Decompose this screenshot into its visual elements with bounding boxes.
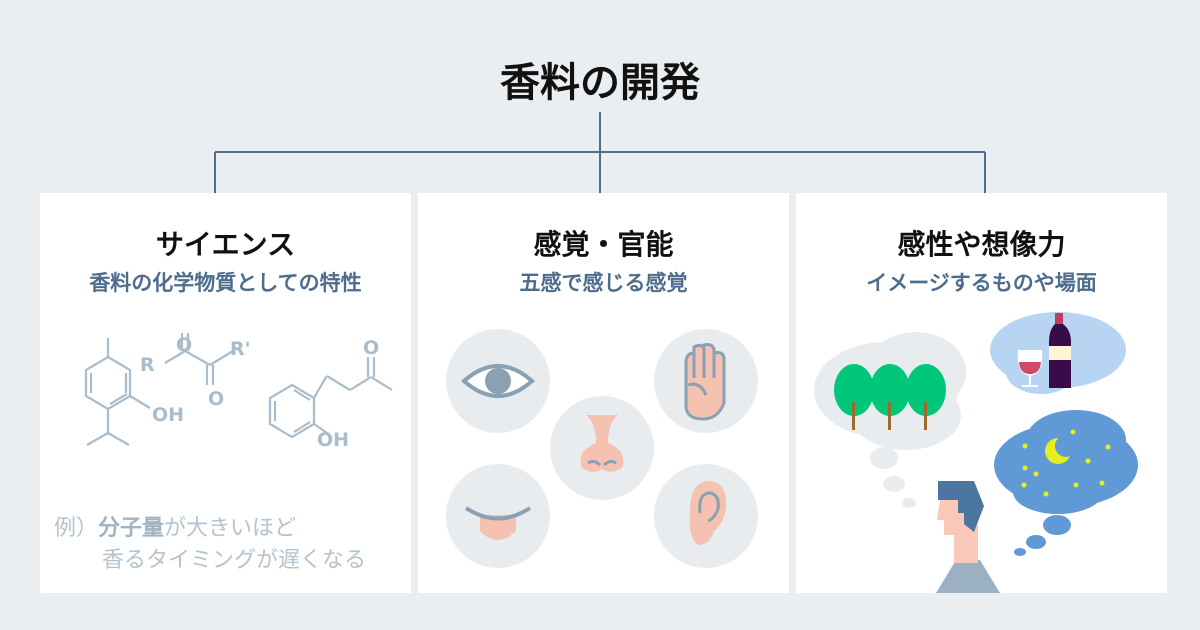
ear-icon	[689, 481, 727, 545]
panel-heading: サイエンス	[155, 228, 296, 261]
hand-icon	[684, 343, 726, 421]
example-prefix: 例）	[54, 516, 99, 541]
chem-label: OH	[152, 404, 184, 426]
chem-label: O	[208, 388, 224, 410]
chem-label: R	[140, 354, 155, 376]
senses-illustration	[446, 329, 758, 568]
panel-subtitle: 五感で感じる感覚	[519, 271, 688, 295]
chem-label: OH	[317, 429, 349, 451]
panel-subtitle: 香料の化学物質としての特性	[89, 271, 362, 295]
night-thought-cloud	[994, 410, 1138, 556]
example-text: 例）分子量が大きいほど 香るタイミングが遅くなる	[54, 513, 366, 577]
science-panel: サイエンス 香料の化学物質としての特性 O O O R R' OH OH 例）分…	[40, 193, 411, 593]
chem-label: R'	[230, 338, 250, 360]
example-bold: 分子量	[98, 516, 165, 541]
moon-icon	[1045, 435, 1077, 464]
stars-icon	[1021, 429, 1111, 497]
page-title: 香料の開発	[500, 60, 700, 106]
panel-subtitle: イメージするものや場面	[866, 271, 1097, 295]
imagination-panel: 感性や想像力 イメージするものや場面	[796, 193, 1167, 593]
wine-icon	[1017, 313, 1071, 388]
mouth-icon	[464, 506, 532, 540]
panel-heading: 感性や想像力	[897, 228, 1066, 261]
eye-icon	[460, 364, 536, 398]
nose-icon	[580, 415, 624, 472]
panel-heading: 感覚・官能	[533, 228, 674, 261]
senses-panel: 感覚・官能 五感で感じる感覚	[418, 193, 789, 593]
chemical-structures: O O O R R' OH OH	[84, 333, 393, 451]
imagination-illustration	[814, 312, 1138, 593]
trees-icon	[834, 364, 946, 430]
chem-label: O	[363, 337, 379, 359]
example-rest: が大きいほど	[164, 516, 297, 541]
person-icon	[936, 481, 1000, 593]
connector-lines	[214, 112, 986, 193]
example-line2: 香るタイミングが遅くなる	[102, 548, 367, 573]
chem-label: O	[176, 334, 192, 356]
